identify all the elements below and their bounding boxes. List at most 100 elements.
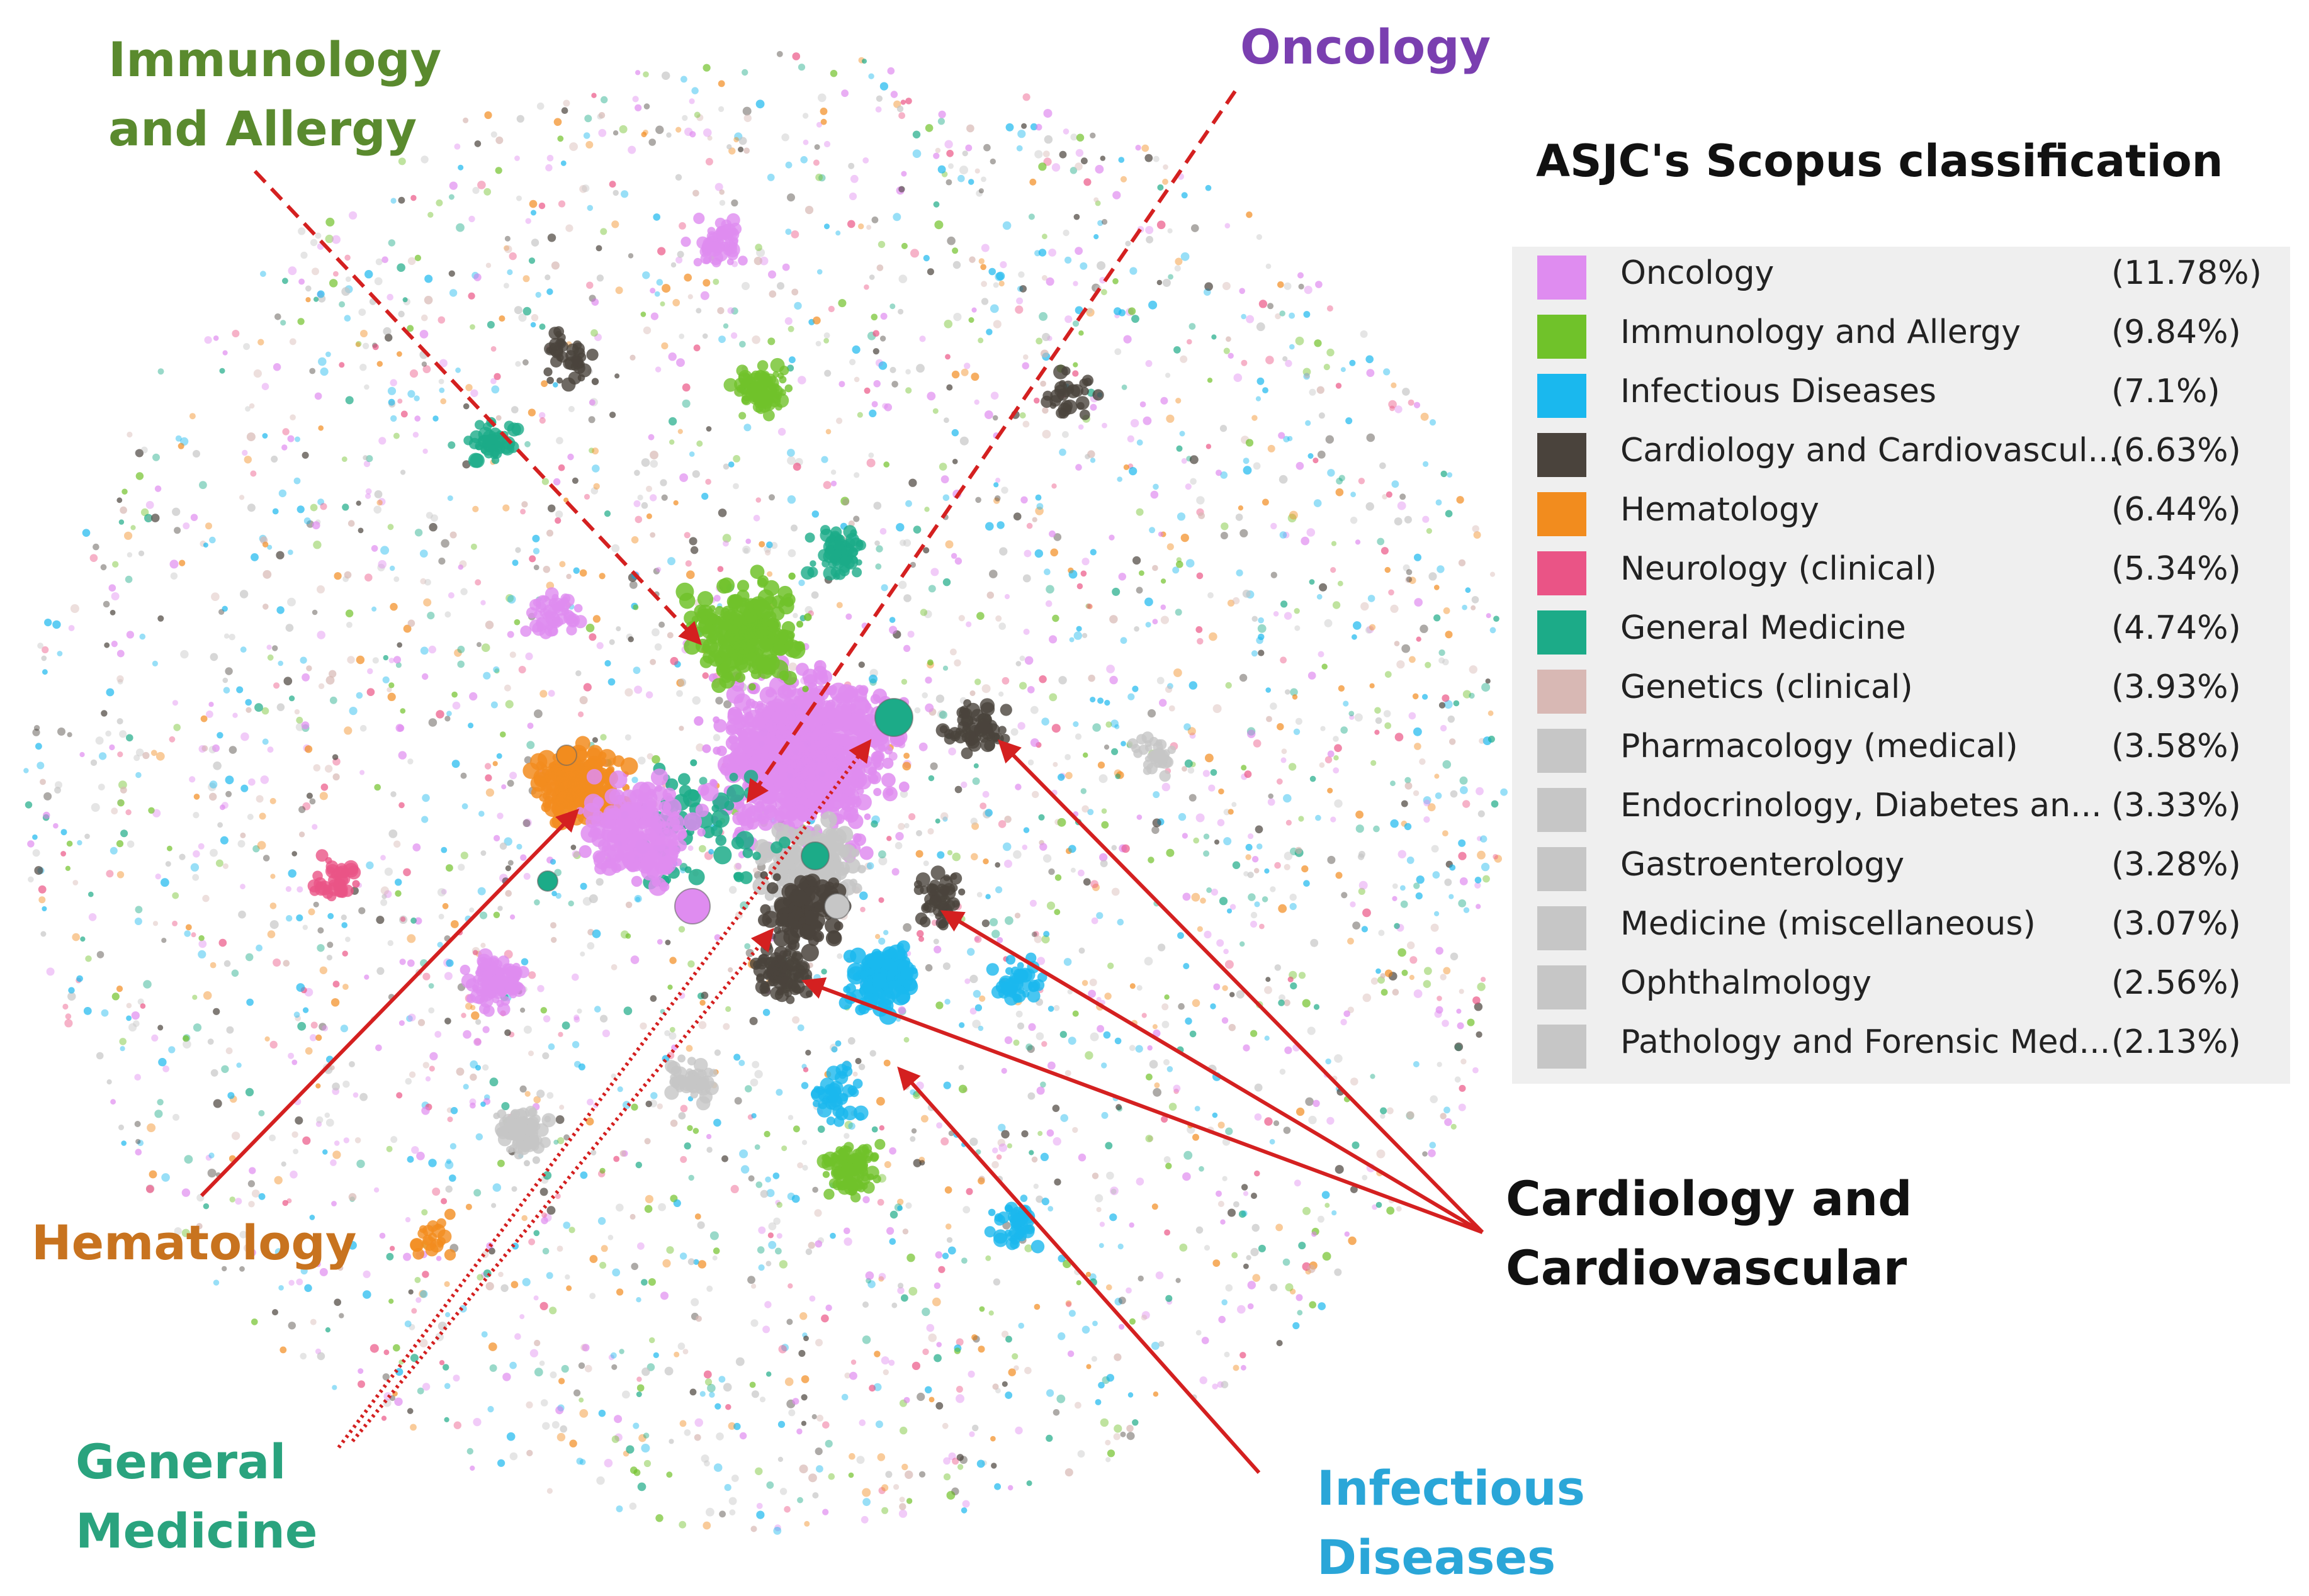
network-node <box>1123 335 1132 344</box>
network-node <box>1307 453 1314 459</box>
network-node <box>822 1421 830 1429</box>
network-node <box>506 1432 516 1441</box>
network-node <box>1195 1330 1202 1336</box>
network-node <box>1106 1171 1114 1180</box>
network-node <box>148 807 155 814</box>
network-node <box>1016 297 1024 305</box>
network-node <box>899 1503 906 1510</box>
network-node <box>246 432 256 442</box>
network-node <box>767 174 775 181</box>
network-node <box>111 641 118 648</box>
network-node <box>917 930 924 938</box>
network-node <box>1414 598 1423 607</box>
network-node <box>417 1019 426 1026</box>
network-node <box>1126 1287 1132 1294</box>
network-node <box>852 1071 858 1077</box>
network-node <box>210 653 218 661</box>
network-node <box>942 1422 949 1429</box>
network-node <box>1147 709 1156 718</box>
network-node <box>364 384 370 390</box>
network-node <box>40 778 46 785</box>
network-node <box>422 673 429 680</box>
network-node <box>507 860 514 866</box>
network-node <box>703 1370 712 1379</box>
network-node <box>298 806 306 813</box>
network-node <box>1106 1284 1112 1291</box>
network-node <box>565 1274 570 1280</box>
network-node <box>364 573 373 582</box>
network-node <box>259 534 267 542</box>
network-node <box>1052 614 1059 622</box>
network-node <box>1301 865 1309 873</box>
network-node <box>1284 863 1290 870</box>
network-node <box>364 974 370 980</box>
network-node <box>496 753 502 759</box>
network-node <box>954 659 961 667</box>
network-node <box>1193 837 1199 844</box>
network-node <box>225 790 232 797</box>
network-node <box>1251 856 1259 863</box>
network-node <box>419 549 428 558</box>
network-node <box>657 247 666 256</box>
network-node <box>995 478 1001 483</box>
network-node <box>1474 877 1482 884</box>
network-node <box>815 1240 823 1248</box>
network-node <box>1015 1010 1023 1018</box>
network-node <box>83 1007 92 1015</box>
network-node <box>1139 401 1146 408</box>
network-node <box>254 703 263 712</box>
network-node <box>388 1298 394 1304</box>
network-node <box>1401 969 1408 976</box>
network-node <box>1255 825 1263 834</box>
network-node <box>393 840 401 848</box>
network-node <box>390 791 397 797</box>
network-node <box>1015 784 1022 790</box>
network-node <box>925 703 934 712</box>
network-node <box>880 313 888 320</box>
network-node <box>488 1342 497 1351</box>
network-node <box>1081 558 1090 566</box>
network-node <box>247 814 254 820</box>
network-node <box>869 274 875 280</box>
network-node <box>561 107 568 114</box>
network-node <box>1030 738 1039 747</box>
network-node <box>1422 1151 1428 1157</box>
network-node <box>1477 982 1486 991</box>
network-node <box>507 631 514 638</box>
network-node <box>239 1266 245 1272</box>
network-node <box>1394 405 1403 413</box>
network-node <box>1254 901 1260 908</box>
network-node <box>629 1502 637 1510</box>
network-node <box>558 1378 565 1385</box>
network-node <box>390 198 397 204</box>
network-node <box>991 930 1000 938</box>
network-node <box>504 245 510 251</box>
network-node <box>664 1030 670 1037</box>
network-node <box>1090 1032 1099 1042</box>
network-node <box>1187 339 1192 345</box>
network-node <box>1247 872 1254 879</box>
network-node <box>300 1352 307 1360</box>
network-node <box>1265 977 1271 982</box>
network-node <box>427 612 435 620</box>
network-node <box>600 734 607 741</box>
network-node <box>1076 1280 1081 1286</box>
network-node <box>1153 1087 1161 1097</box>
network-node <box>1167 228 1173 233</box>
network-node <box>1448 894 1454 899</box>
network-node <box>1402 388 1410 396</box>
network-node <box>653 213 660 221</box>
network-node <box>976 612 985 620</box>
network-node <box>588 416 596 424</box>
network-node <box>1474 882 1481 889</box>
network-node <box>1060 1114 1068 1122</box>
network-node <box>1015 1426 1023 1435</box>
network-node <box>1144 597 1153 607</box>
network-node <box>382 676 390 683</box>
network-node <box>875 1420 883 1429</box>
network-node <box>613 189 619 196</box>
network-node <box>1344 1231 1350 1237</box>
network-node <box>1423 461 1429 468</box>
network-node <box>591 93 597 98</box>
network-node <box>875 934 881 940</box>
